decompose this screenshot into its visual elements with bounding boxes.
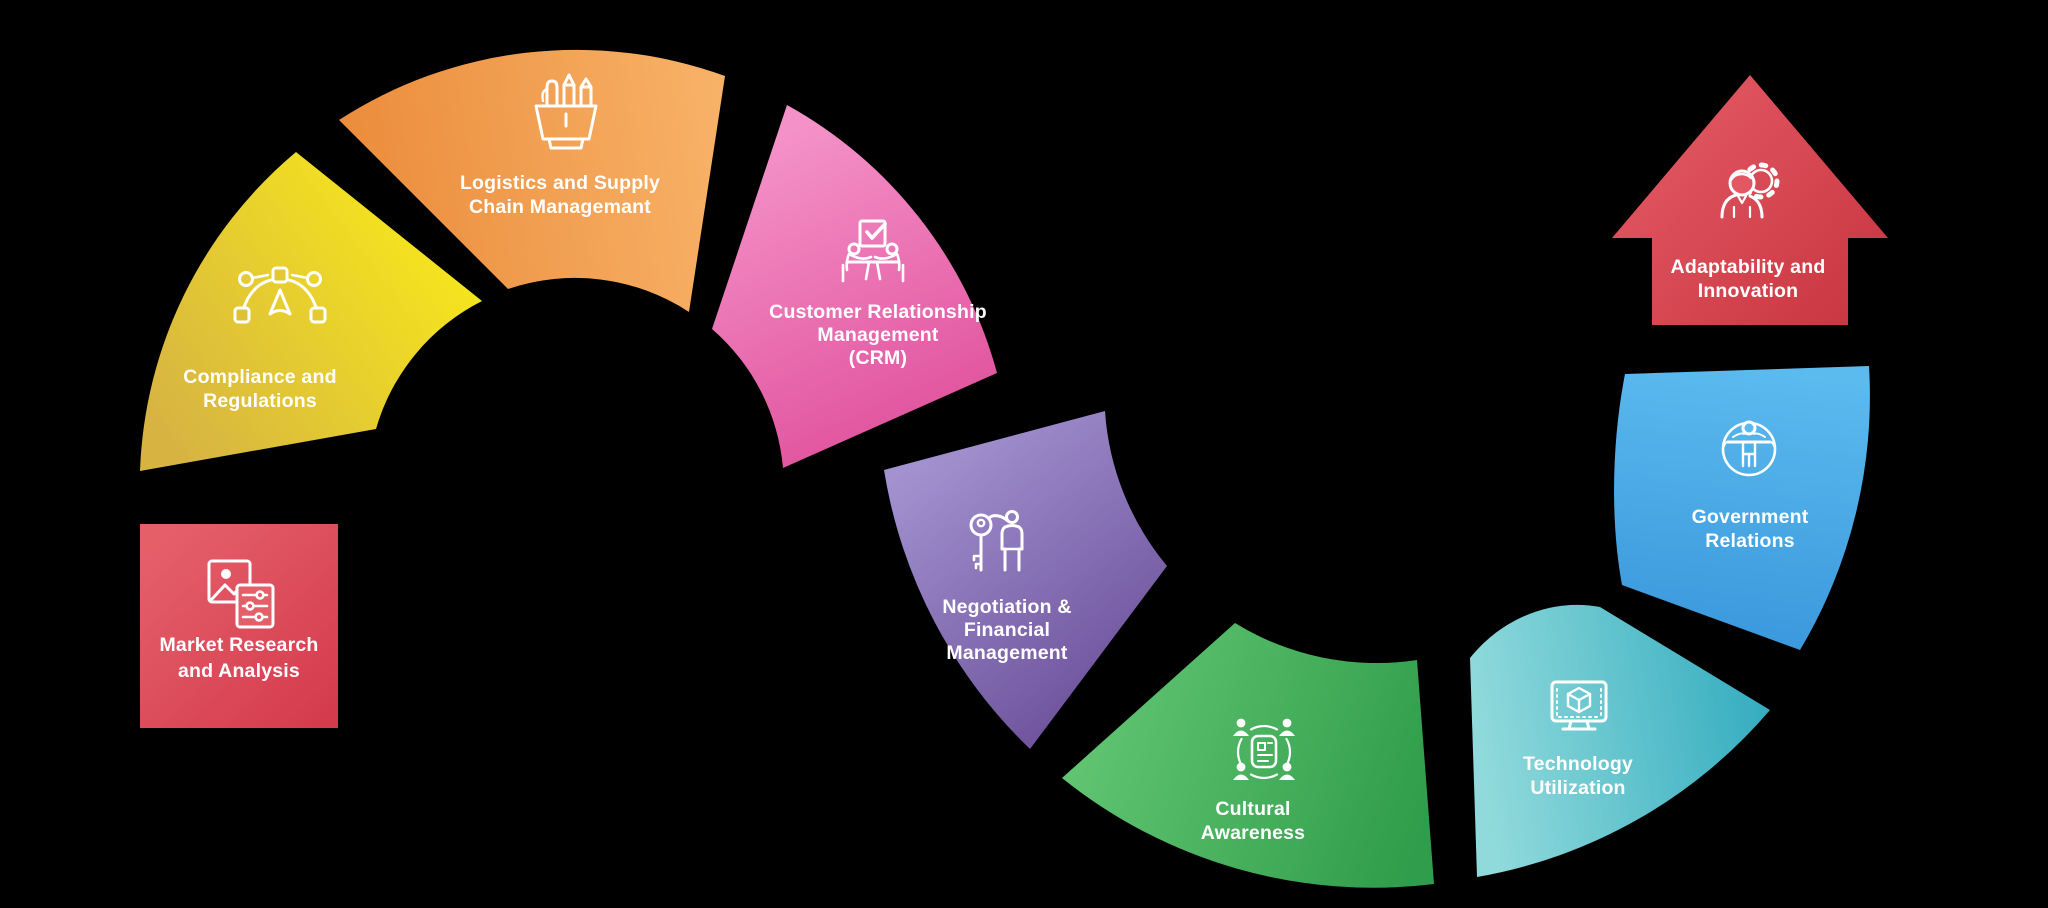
step-logistics-label-line1: Logistics and Supply: [460, 172, 660, 194]
step-cultural-shape: [1062, 623, 1434, 888]
step-compliance-label-line2: Regulations: [203, 390, 317, 412]
bezier-curve-icon: [233, 266, 327, 324]
step-market-research: Market Research and Analysis: [140, 524, 338, 728]
step-cultural-label-line2: Awareness: [1201, 822, 1305, 844]
step-technology-label-line2: Utilization: [1530, 777, 1625, 799]
monitor-cube-icon: [1550, 680, 1608, 731]
step-adaptability-label-line1: Adaptability and: [1671, 256, 1826, 278]
step-negotiation-label-line3: Management: [946, 642, 1067, 664]
key-person-icon: [969, 510, 1024, 572]
step-negotiation-label-line2: Financial: [964, 619, 1050, 641]
meeting-check-icon: [841, 219, 905, 283]
image-sliders-icon: [207, 559, 275, 629]
step-negotiation-shape: [884, 411, 1167, 749]
step-technology: Technology Utilization: [1470, 604, 1770, 877]
step-market-research-label-line1: Market Research: [159, 634, 318, 656]
step-government-label-line2: Relations: [1705, 530, 1795, 552]
step-compliance: Compliance and Regulations: [140, 152, 482, 471]
step-logistics: Logistics and Supply Chain Managemant: [339, 49, 725, 313]
step-crm-label-line1: Customer Relationship: [769, 301, 987, 323]
step-cultural-label-line1: Cultural: [1215, 798, 1290, 820]
step-government-label-line1: Government: [1692, 506, 1809, 528]
step-market-research-label-line2: and Analysis: [178, 660, 300, 682]
step-crm-label-line3: (CRM): [849, 347, 907, 369]
step-compliance-label-line1: Compliance and: [183, 366, 336, 388]
step-logistics-shape: [339, 49, 725, 313]
step-logistics-label-line2: Chain Managemant: [469, 196, 651, 218]
people-document-icon: [1233, 718, 1295, 780]
step-adaptability-label-line2: Innovation: [1698, 280, 1799, 302]
step-government: Government Relations: [1614, 366, 1870, 650]
step-negotiation-label-line1: Negotiation &: [942, 596, 1071, 618]
step-negotiation: Negotiation & Financial Management: [884, 411, 1167, 749]
step-crm-shape: [712, 105, 997, 468]
step-technology-shape: [1470, 604, 1770, 877]
step-government-shape: [1614, 366, 1870, 650]
desk-organizer-icon: [534, 73, 598, 150]
step-crm: Customer Relationship Management (CRM): [712, 105, 997, 468]
step-crm-label-line2: Management: [817, 324, 938, 346]
person-gear-icon: [1720, 162, 1780, 219]
step-cultural: Cultural Awareness: [1062, 623, 1434, 888]
step-adaptability: Adaptability and Innovation: [1612, 75, 1888, 325]
step-adaptability-shape: [1612, 75, 1888, 325]
step-technology-label-line1: Technology: [1523, 753, 1633, 775]
person-circle-icon: [1721, 420, 1777, 477]
